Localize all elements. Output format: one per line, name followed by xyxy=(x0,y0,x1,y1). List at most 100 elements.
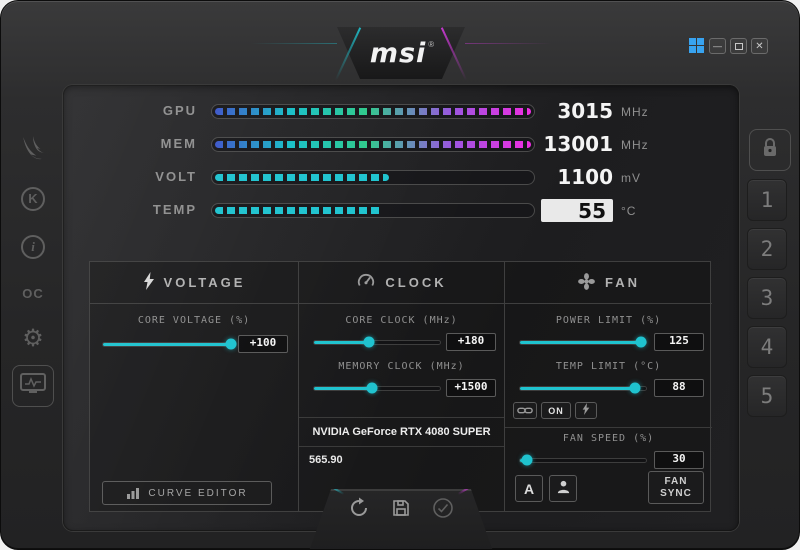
mem-clock-bar xyxy=(211,137,535,152)
close-icon: ✕ xyxy=(755,40,764,52)
boost-bolt-button[interactable] xyxy=(575,402,597,419)
kombustor-icon: K xyxy=(21,187,45,211)
windows-logo-icon[interactable] xyxy=(689,38,704,53)
readout-label: TEMP xyxy=(152,202,197,217)
fan-speed-label: FAN SPEED (%) xyxy=(562,433,655,444)
profile-button-5[interactable]: 5 xyxy=(747,375,787,417)
bar-fill xyxy=(215,207,383,214)
curve-editor-icon xyxy=(126,487,140,499)
lock-button[interactable] xyxy=(749,129,791,171)
monitor-icon xyxy=(20,372,46,400)
readout-unit: mV xyxy=(621,171,641,185)
tuning-panel: VOLTAGE CORE VOLTAGE (%) +100 CURVE E xyxy=(89,261,712,512)
bar-fill xyxy=(215,174,389,181)
panel-title: CLOCK xyxy=(385,275,447,290)
profile-number: 5 xyxy=(760,384,774,408)
power-limit-value[interactable]: 125 xyxy=(654,333,704,351)
info-icon: i xyxy=(21,235,45,259)
gpu-clock-readout: GPU 3015 MHz xyxy=(63,98,739,124)
fan-header: FAN xyxy=(505,262,712,304)
slider-thumb[interactable] xyxy=(521,454,533,466)
accent-glow-right xyxy=(465,43,551,44)
minimize-button[interactable]: — xyxy=(709,38,726,54)
voltage-bar xyxy=(211,170,535,185)
core-clock-slider[interactable] xyxy=(313,335,441,349)
core-clock-value[interactable]: +180 xyxy=(446,333,496,351)
maximize-icon xyxy=(734,42,743,50)
power-limit-slider[interactable] xyxy=(519,335,647,349)
sidebar-item-oc-scanner[interactable]: OC xyxy=(12,272,54,314)
core-voltage-value[interactable]: +100 xyxy=(238,335,288,353)
reset-button[interactable] xyxy=(347,497,371,524)
slider-thumb[interactable] xyxy=(366,382,378,394)
slider-fill xyxy=(103,343,232,346)
divider xyxy=(505,427,712,428)
clock-header: CLOCK xyxy=(299,262,504,304)
gear-icon: ⚙ xyxy=(22,325,44,352)
profile-number: 3 xyxy=(760,286,774,310)
slider-thumb[interactable] xyxy=(635,336,647,348)
slider-thumb[interactable] xyxy=(629,382,641,394)
slider-thumb[interactable] xyxy=(363,336,375,348)
slider-fill xyxy=(314,387,373,390)
sidebar-item-hardware-monitor[interactable] xyxy=(12,365,54,407)
curve-editor-button[interactable]: CURVE EDITOR xyxy=(102,481,272,505)
driver-version: 565.90 xyxy=(309,454,343,466)
readout-value: 55 xyxy=(541,199,613,223)
mem-clock-readout: MEM 13001 MHz xyxy=(63,131,739,157)
sidebar-item-kombustor[interactable]: K xyxy=(12,178,54,220)
readout-value: 3015 xyxy=(557,99,613,123)
core-voltage-slider[interactable] xyxy=(102,337,237,351)
voltage-readout: VOLT 1100 mV xyxy=(63,164,739,190)
temp-bar xyxy=(211,203,535,218)
profile-number: 1 xyxy=(760,188,774,212)
fan-speed-value[interactable]: 30 xyxy=(654,451,704,469)
voltage-header: VOLTAGE xyxy=(90,262,298,304)
sidebar-item-settings[interactable]: ⚙ xyxy=(12,318,54,360)
sidebar-item-information[interactable]: i xyxy=(12,226,54,268)
temp-readout: TEMP 55 °C xyxy=(63,197,739,223)
panel-title: FAN xyxy=(605,275,640,290)
readout-label: VOLT xyxy=(155,169,197,184)
profile-button-4[interactable]: 4 xyxy=(747,326,787,368)
divider xyxy=(299,417,504,418)
readout-label: GPU xyxy=(162,103,197,118)
temp-limit-value[interactable]: 88 xyxy=(654,379,704,397)
memory-clock-value[interactable]: +1500 xyxy=(446,379,496,397)
profile-button-3[interactable]: 3 xyxy=(747,277,787,319)
save-icon xyxy=(391,498,411,523)
reset-icon xyxy=(348,497,370,524)
temp-limit-slider[interactable] xyxy=(519,381,647,395)
oc-scanner-icon: OC xyxy=(22,285,44,301)
slider-thumb[interactable] xyxy=(225,338,237,350)
apply-button[interactable] xyxy=(431,497,455,524)
link-on-toggle[interactable]: ON xyxy=(541,402,571,419)
readout-unit: MHz xyxy=(621,138,649,152)
divider xyxy=(299,446,504,447)
core-clock-label: CORE CLOCK (MHz) xyxy=(345,315,458,326)
fan-sync-button[interactable]: FAN SYNC xyxy=(648,471,704,504)
link-limits-button[interactable] xyxy=(513,402,537,419)
readout-value: 1100 xyxy=(557,165,613,189)
slider-track[interactable] xyxy=(519,458,647,463)
gpu-name: NVIDIA GeForce RTX 4080 SUPER xyxy=(312,426,491,438)
fan-speed-slider[interactable] xyxy=(519,453,647,467)
sidebar-item-msi-center[interactable] xyxy=(12,129,54,171)
msi-logo: msi xyxy=(369,37,427,69)
slider-fill xyxy=(314,341,371,344)
profile-button-2[interactable]: 2 xyxy=(747,228,787,270)
auto-label: A xyxy=(523,480,535,497)
maximize-button[interactable] xyxy=(730,38,747,54)
close-button[interactable]: ✕ xyxy=(751,38,768,54)
slider-track[interactable] xyxy=(313,340,441,345)
core-voltage-label: CORE VOLTAGE (%) xyxy=(137,315,251,326)
memory-clock-slider[interactable] xyxy=(313,381,441,395)
profile-number: 4 xyxy=(760,335,774,359)
minimize-icon: — xyxy=(713,41,722,51)
fan-auto-button[interactable]: A xyxy=(515,475,543,502)
apply-check-icon xyxy=(432,497,454,524)
profile-button-1[interactable]: 1 xyxy=(747,179,787,221)
fan-user-button[interactable] xyxy=(549,475,577,502)
bar-fill xyxy=(215,108,531,115)
save-button[interactable] xyxy=(389,498,413,522)
